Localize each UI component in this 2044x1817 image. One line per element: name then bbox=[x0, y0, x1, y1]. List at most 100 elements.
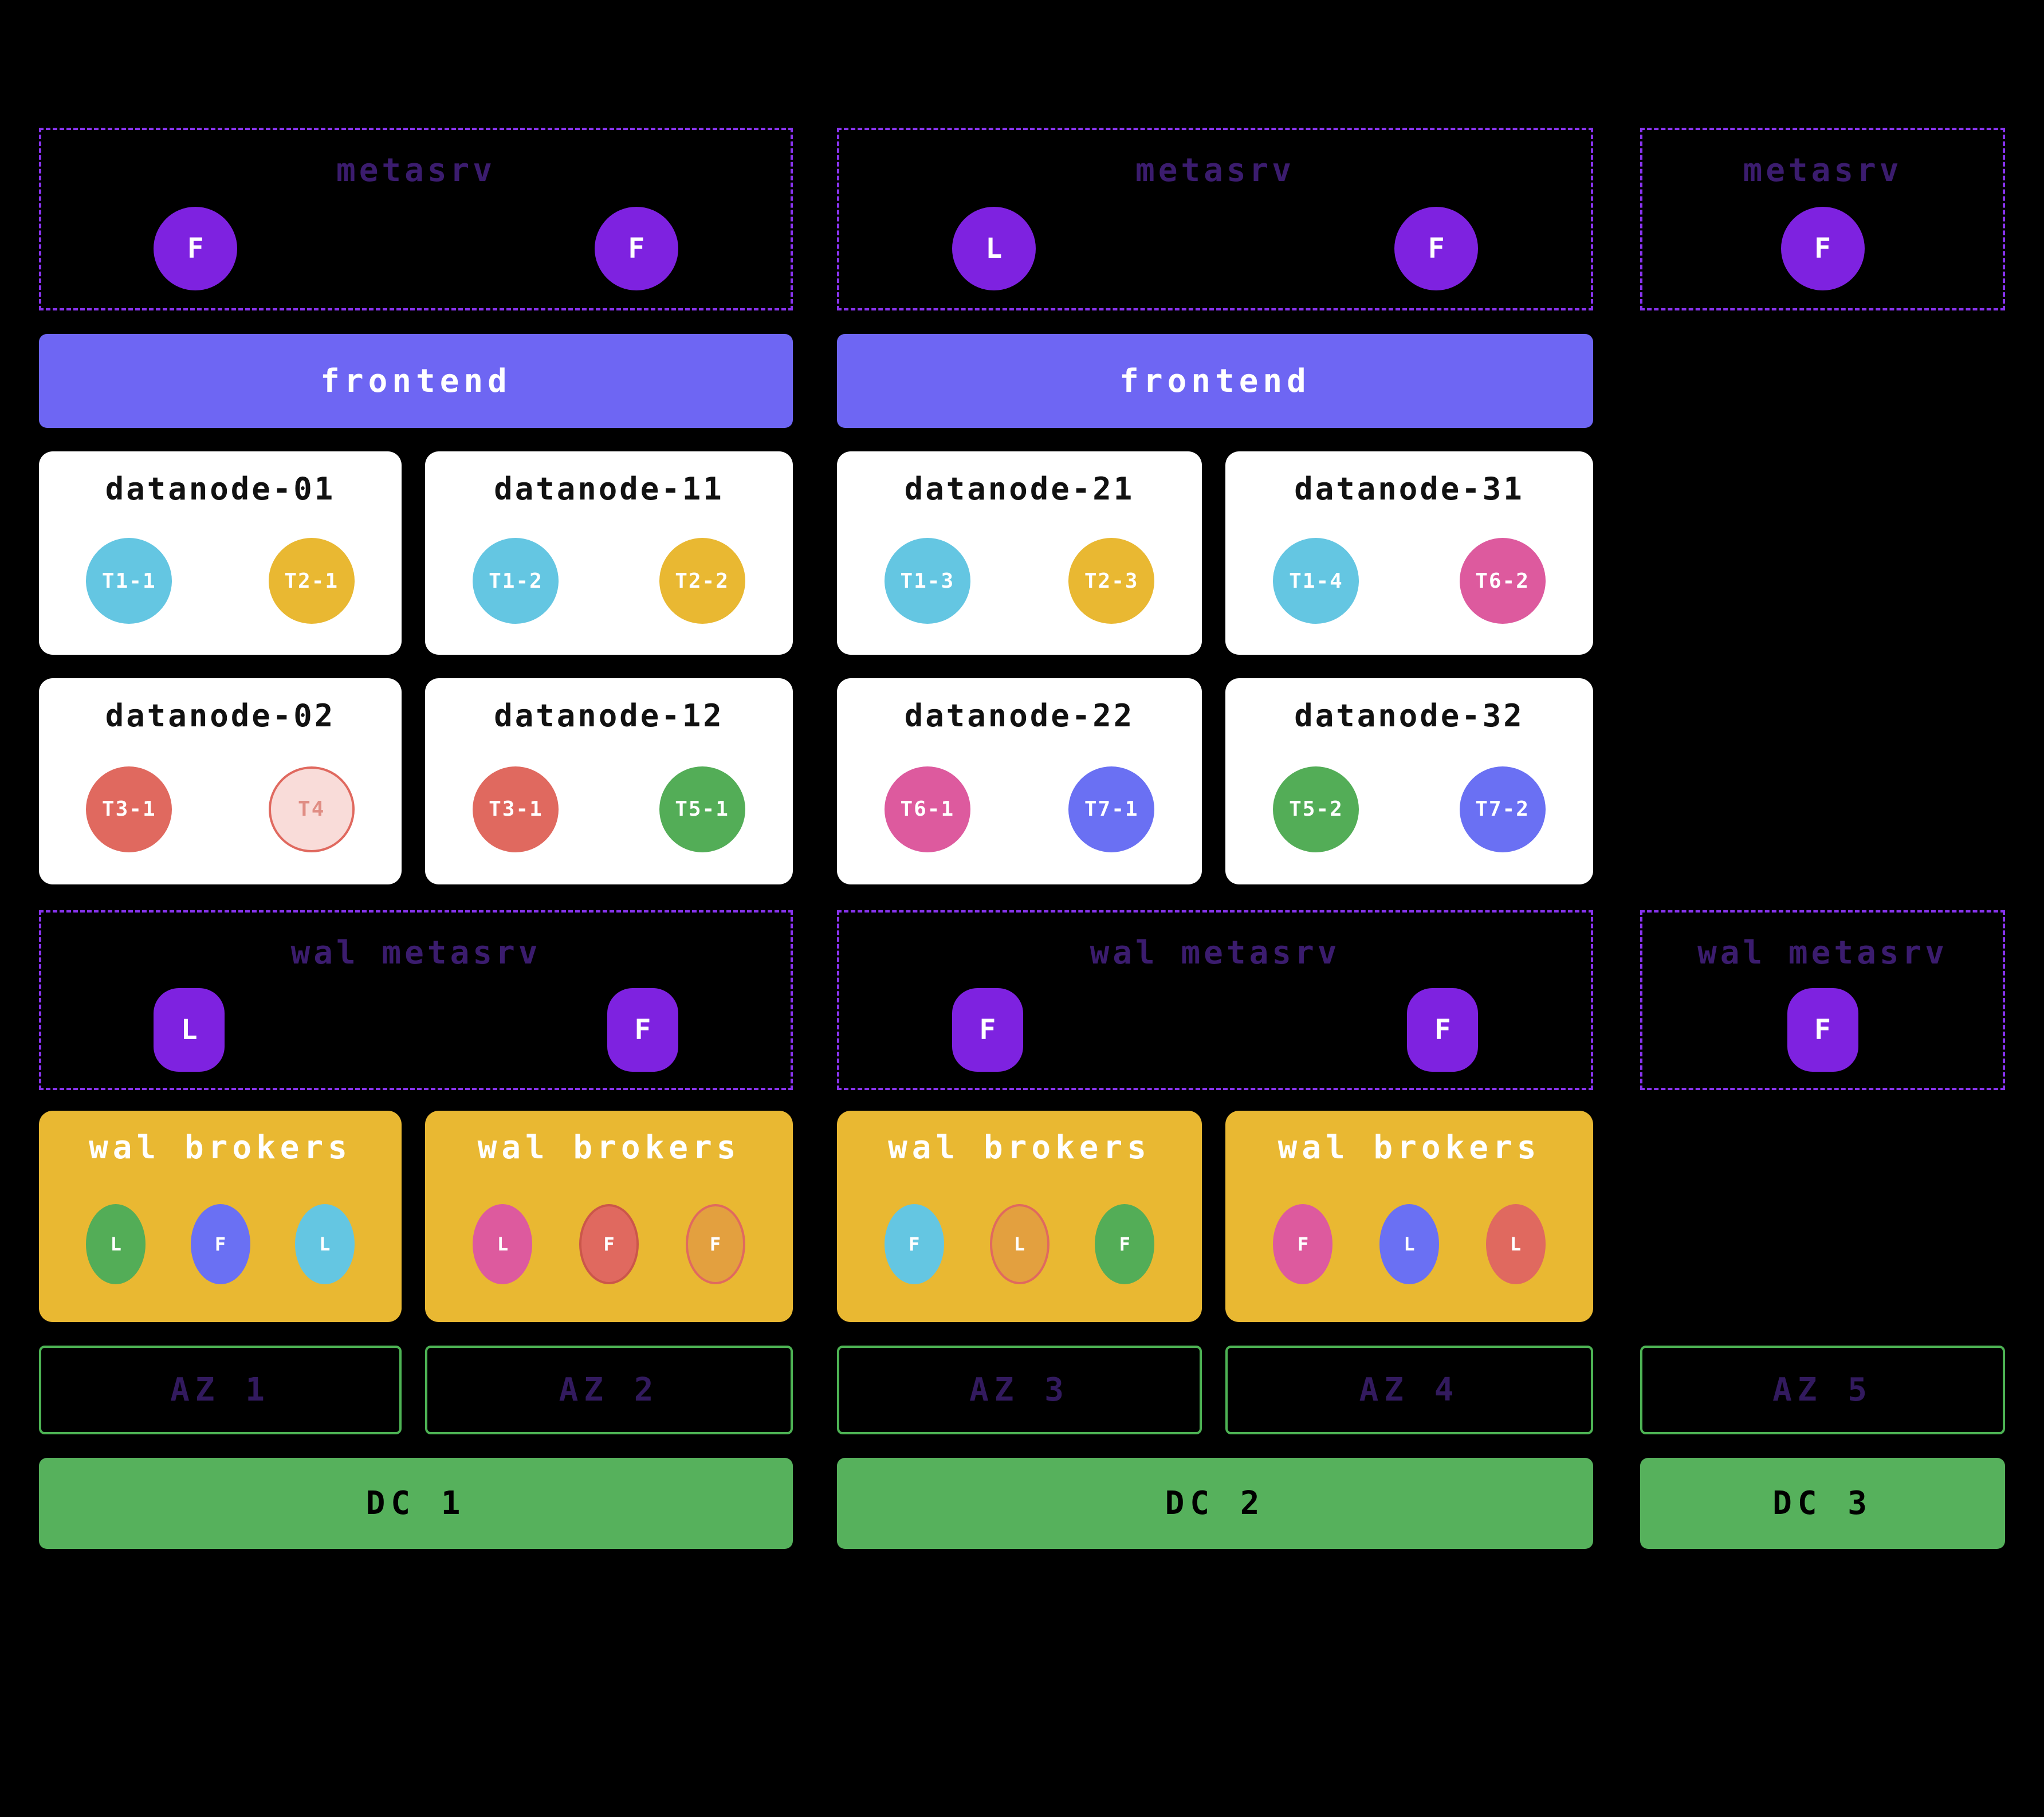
datanode-card: datanode-31 T1-4 T6-2 bbox=[1225, 451, 1593, 655]
region-circle: T7-2 bbox=[1459, 766, 1546, 852]
region-circle: T7-1 bbox=[1068, 766, 1155, 852]
region-label: T6-1 bbox=[900, 797, 955, 821]
broker-label: F bbox=[709, 1233, 721, 1255]
dc-label: DC 1 bbox=[365, 1485, 466, 1522]
broker-label: L bbox=[1404, 1233, 1415, 1255]
broker-node: L bbox=[1485, 1204, 1546, 1284]
broker-label: L bbox=[1013, 1233, 1025, 1255]
broker-node: L bbox=[989, 1204, 1049, 1284]
node-label: L bbox=[985, 233, 1003, 265]
broker-label: F bbox=[1119, 1233, 1130, 1255]
wal-brokers-title: wal brokers bbox=[477, 1129, 741, 1166]
region-row: T1-2 T2-2 bbox=[425, 507, 793, 655]
region-row: T6-1 T7-1 bbox=[837, 734, 1202, 884]
region-label: T3-1 bbox=[489, 797, 543, 821]
datanode-title: datanode-31 bbox=[1294, 471, 1524, 507]
metasrv-title: metasrv bbox=[336, 152, 496, 189]
region-circle: T1-1 bbox=[86, 538, 172, 624]
wal-brokers-title: wal brokers bbox=[89, 1129, 352, 1166]
node-label: L bbox=[180, 1013, 198, 1046]
broker-node: F bbox=[884, 1204, 944, 1284]
wal-metasrv-box-dc1: wal metasrv L F bbox=[39, 910, 793, 1090]
az-box: AZ 3 bbox=[837, 1346, 1202, 1434]
region-circle: T3-1 bbox=[86, 766, 172, 852]
region-circle: T2-1 bbox=[268, 538, 355, 624]
datanode-title: datanode-02 bbox=[105, 698, 336, 734]
datanode-card: datanode-02 T3-1 T4 bbox=[39, 678, 402, 884]
wal-brokers-box: wal brokers L F L bbox=[39, 1111, 402, 1322]
datanode-card: datanode-11 T1-2 T2-2 bbox=[425, 451, 793, 655]
region-circle: T5-1 bbox=[659, 766, 745, 852]
datanode-card: datanode-01 T1-1 T2-1 bbox=[39, 451, 402, 655]
node-row: L F bbox=[839, 189, 1591, 308]
region-row: T1-1 T2-1 bbox=[39, 507, 402, 655]
diagram-grid: metasrv F F metasrv L F metasrv F fronte… bbox=[39, 128, 2005, 1549]
node-row: F bbox=[1642, 189, 2003, 308]
az-label: AZ 5 bbox=[1772, 1371, 1873, 1409]
datanode-card: datanode-32 T5-2 T7-2 bbox=[1225, 678, 1593, 884]
wal-brokers-title: wal brokers bbox=[888, 1129, 1151, 1166]
node-label: F bbox=[187, 233, 204, 265]
broker-node: F bbox=[1095, 1204, 1155, 1284]
broker-node: F bbox=[579, 1204, 639, 1284]
region-label: T5-2 bbox=[1289, 797, 1343, 821]
wal-metasrv-node: F bbox=[1787, 988, 1858, 1072]
wal-brokers-box: wal brokers F L F bbox=[837, 1111, 1202, 1322]
broker-label: F bbox=[1297, 1233, 1309, 1255]
region-label: T2-3 bbox=[1084, 569, 1139, 593]
wal-metasrv-title: wal metasrv bbox=[290, 934, 541, 972]
region-label: T1-1 bbox=[101, 569, 156, 593]
broker-node-row: L F L bbox=[39, 1166, 402, 1322]
wal-metasrv-box-dc2: wal metasrv F F bbox=[837, 910, 1593, 1090]
region-label: T2-2 bbox=[675, 569, 729, 593]
region-circle: T5-2 bbox=[1273, 766, 1359, 852]
metasrv-node: F bbox=[1780, 207, 1865, 290]
metasrv-node: F bbox=[154, 207, 238, 290]
metasrv-node: L bbox=[952, 207, 1036, 290]
region-label: T1-2 bbox=[489, 569, 543, 593]
broker-node-row: L F F bbox=[425, 1166, 793, 1322]
region-label: T2-1 bbox=[284, 569, 339, 593]
frontend-bar-dc1: frontend bbox=[39, 334, 793, 428]
broker-node: L bbox=[86, 1204, 146, 1284]
broker-label: F bbox=[603, 1233, 615, 1255]
node-row: F bbox=[1642, 972, 2003, 1088]
metasrv-title: metasrv bbox=[1135, 152, 1295, 189]
region-circle: T1-2 bbox=[473, 538, 559, 624]
node-label: F bbox=[1814, 1013, 1831, 1046]
dc-bar: DC 3 bbox=[1640, 1458, 2005, 1549]
broker-node-row: F L F bbox=[837, 1166, 1202, 1322]
node-row: F F bbox=[839, 972, 1591, 1088]
node-row: F F bbox=[41, 189, 791, 308]
region-circle: T4 bbox=[268, 766, 355, 852]
region-circle: T1-4 bbox=[1273, 538, 1359, 624]
az-label: AZ 3 bbox=[969, 1371, 1070, 1409]
az-box: AZ 4 bbox=[1225, 1346, 1593, 1434]
broker-label: L bbox=[319, 1233, 331, 1255]
broker-label: L bbox=[497, 1233, 509, 1255]
region-circle: T2-3 bbox=[1068, 538, 1155, 624]
wal-brokers-title: wal brokers bbox=[1278, 1129, 1541, 1166]
az-label: AZ 1 bbox=[170, 1371, 270, 1409]
dc-label: DC 3 bbox=[1772, 1485, 1873, 1522]
az-box: AZ 5 bbox=[1640, 1346, 2005, 1434]
node-row: L F bbox=[41, 972, 791, 1088]
wal-metasrv-box-dc3: wal metasrv F bbox=[1640, 910, 2005, 1090]
region-label: T5-1 bbox=[675, 797, 729, 821]
frontend-label: frontend bbox=[320, 362, 512, 400]
broker-node: F bbox=[685, 1204, 745, 1284]
region-circle: T6-1 bbox=[884, 766, 970, 852]
metasrv-box-dc2: metasrv L F bbox=[837, 128, 1593, 310]
metasrv-node: F bbox=[1394, 207, 1479, 290]
node-label: F bbox=[979, 1013, 996, 1046]
node-label: F bbox=[1814, 233, 1831, 265]
node-label: F bbox=[634, 1013, 651, 1046]
broker-node: F bbox=[190, 1204, 250, 1284]
region-label: T1-4 bbox=[1289, 569, 1343, 593]
metasrv-box-dc3: metasrv F bbox=[1640, 128, 2005, 310]
region-circle: T1-3 bbox=[884, 538, 970, 624]
wal-metasrv-node: F bbox=[952, 988, 1023, 1072]
az-box: AZ 2 bbox=[425, 1346, 793, 1434]
frontend-bar-dc2: frontend bbox=[837, 334, 1593, 428]
wal-metasrv-node: F bbox=[1407, 988, 1479, 1072]
